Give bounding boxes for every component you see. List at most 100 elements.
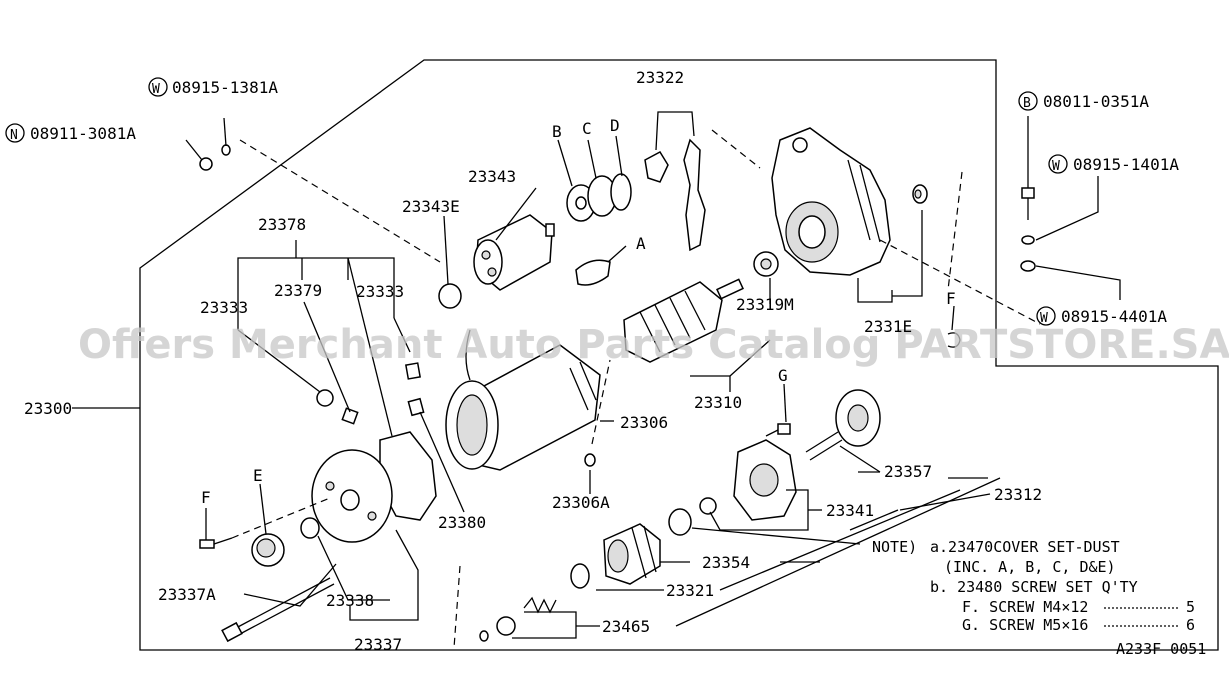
label-23333-left: 23333 [200,298,248,317]
cover-a-part [575,259,611,286]
label-23310: 23310 [694,393,742,412]
washer-ring-part [668,508,692,536]
label-23343e: 23343E [402,197,460,216]
label-23322: 23322 [636,68,684,87]
label-23465: 23465 [602,617,650,636]
label-c: C [582,119,592,138]
label-b: B [552,122,562,141]
fastener-n-08911-3081a: N 08911-3081A [5,123,136,143]
fastener-w-08915-1401a: W 08915-1401A [1048,154,1179,174]
label-23343: 23343 [468,167,516,186]
screw-head-part [584,453,596,467]
label-23341: 23341 [826,501,874,520]
bearing-part [753,251,779,277]
note-row-2-label: G. SCREW M5×16 [962,616,1088,634]
dust-cover-bcd-part [566,173,632,222]
note-line-3: b. 23480 SCREW SET Q'TY [930,578,1138,596]
n-symbol: N [10,128,18,143]
label-23306: 23306 [620,413,668,432]
assembly-boundary [139,59,1219,651]
clutch-part [603,523,661,585]
cap-e-part [251,533,285,567]
label-d: D [610,116,620,135]
w-symbol: W [152,82,160,97]
label-23321: 23321 [666,581,714,600]
gear-housing-part [733,439,797,521]
note-line-2: (INC. A, B, C, D&E) [944,558,1116,576]
assembly-line [879,239,1041,325]
note-row-1-qty: 5 [1186,598,1195,616]
label-23319m: 23319M [736,295,794,314]
assembly-line [231,497,331,539]
label-2331e: 2331E [864,317,912,336]
yoke-part [445,329,601,471]
part-code: 08011-0351A [1043,92,1149,111]
label-23337a: 23337A [158,585,216,604]
w-symbol: W [1052,159,1060,174]
rear-cover-plate-part [311,449,393,543]
lever-part [644,138,706,252]
assembly-line [591,359,611,445]
label-23379: 23379 [274,281,322,300]
nut-part [199,157,213,171]
leader-lines [72,111,1121,639]
part-code: 08915-1381A [172,78,278,97]
note-heading: NOTE) [872,538,917,556]
brush-part [405,362,421,380]
rear-housing-part [771,127,891,276]
note-row-2-qty: 6 [1186,616,1195,634]
washer-part [300,517,320,539]
label-23306a: 23306A [552,493,610,512]
part-code: 08915-4401A [1061,307,1167,326]
brush-part [316,389,334,407]
armature-part [623,278,744,363]
pinion-gear-part [805,389,881,461]
lock-washer-part [1021,235,1035,245]
label-23337: 23337 [354,635,402,654]
flat-washer-part [1020,260,1036,272]
washer-23321-part [570,563,590,589]
plunger-part [438,283,462,309]
bushing-part [912,184,928,204]
figure-code: A233F 0051 [1116,640,1206,658]
label-23312: 23312 [994,485,1042,504]
bolt-part [1021,187,1035,199]
clip-f-part [947,332,961,348]
bushing-small-part [699,497,717,515]
screw-g-part [765,423,791,437]
assembly-line [453,565,461,649]
part-code: 08915-1401A [1073,155,1179,174]
b-symbol: B [1023,96,1031,111]
brush-spring-part [341,407,359,425]
brush-holder-part [407,397,425,417]
assembly-line [239,139,441,263]
assembly-line [947,171,963,291]
fastener-b-08011-0351a: B 08011-0351A [1018,91,1149,111]
fastener-w-08915-4401a: W 08915-4401A [1036,306,1167,326]
through-bolt-part [221,577,335,643]
assembly-line [711,129,761,169]
spring-part [479,596,557,642]
solenoid-part [473,214,555,291]
label-23300: 23300 [24,399,72,418]
fastener-w-08915-1381a: W 08915-1381A [148,77,278,97]
label-23333-right: 23333 [356,282,404,301]
label-23357: 23357 [884,462,932,481]
label-a: A [636,234,646,253]
label-23338: 23338 [326,591,374,610]
note-line-1: a.23470COVER SET-DUST [930,538,1120,556]
label-23378: 23378 [258,215,306,234]
label-23354: 23354 [702,553,750,572]
note-block: NOTE) a.23470COVER SET-DUST (INC. A, B, … [872,538,1195,634]
label-g: G [778,366,788,385]
label-23380: 23380 [438,513,486,532]
screw-f-part [199,537,233,549]
washer-small-part [221,144,231,156]
label-f-left: F [201,488,211,507]
label-e: E [253,466,263,485]
part-code: 08911-3081A [30,124,136,143]
label-f-right: F [946,289,956,308]
note-row-1-label: F. SCREW M4×12 [962,598,1088,616]
